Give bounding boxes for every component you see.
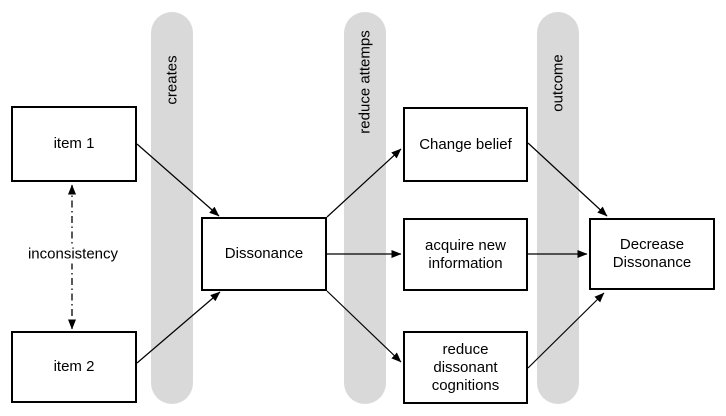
lane-label-outcome: outcome [549, 54, 567, 112]
node-item-1: item 1 [11, 106, 137, 182]
node-label: Change belief [419, 135, 512, 153]
lane-reduce-attemps: reduce attemps [344, 12, 386, 404]
node-item-2: item 2 [11, 331, 137, 403]
lane-outcome: outcome [537, 12, 579, 404]
node-label: Dissonance [224, 245, 304, 262]
node-label: reduce dissonant cognitions [431, 340, 500, 394]
node-decrease-dissonance: Decrease Dissonance [589, 218, 715, 290]
node-change-belief: Change belief [403, 107, 528, 182]
node-label: Decrease Dissonance [612, 236, 692, 271]
node-dissonance: Dissonance [201, 217, 327, 291]
node-label: item 1 [53, 135, 95, 152]
node-label: acquire new information [425, 236, 506, 272]
node-label: item 2 [53, 358, 95, 375]
node-acquire-new-information: acquire new information [403, 218, 528, 291]
lane-label-creates: creates [163, 55, 181, 105]
lane-label-reduce-attemps: reduce attemps [356, 30, 374, 134]
inconsistency-label: inconsistency [24, 244, 122, 264]
node-reduce-dissonant-cognitions: reduce dissonant cognitions [403, 331, 528, 404]
lane-creates: creates [151, 12, 193, 404]
